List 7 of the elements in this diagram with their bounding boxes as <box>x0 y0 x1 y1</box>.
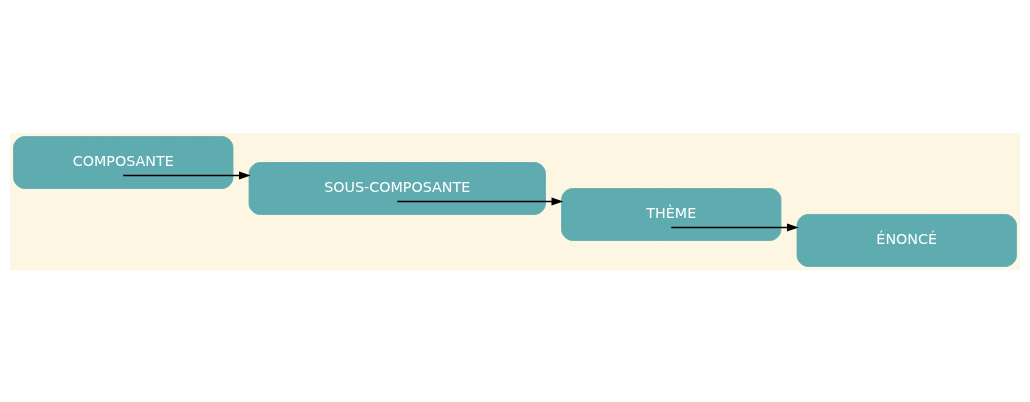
arrow <box>122 170 251 180</box>
node-box: COMPOSANTE <box>13 135 234 189</box>
node-box: THÈME <box>561 187 782 241</box>
node-box: ÉNONCÉ <box>796 213 1017 267</box>
arrow <box>396 196 564 206</box>
arrow <box>670 222 799 232</box>
node-box: SOUS-COMPOSANTE <box>248 161 546 215</box>
